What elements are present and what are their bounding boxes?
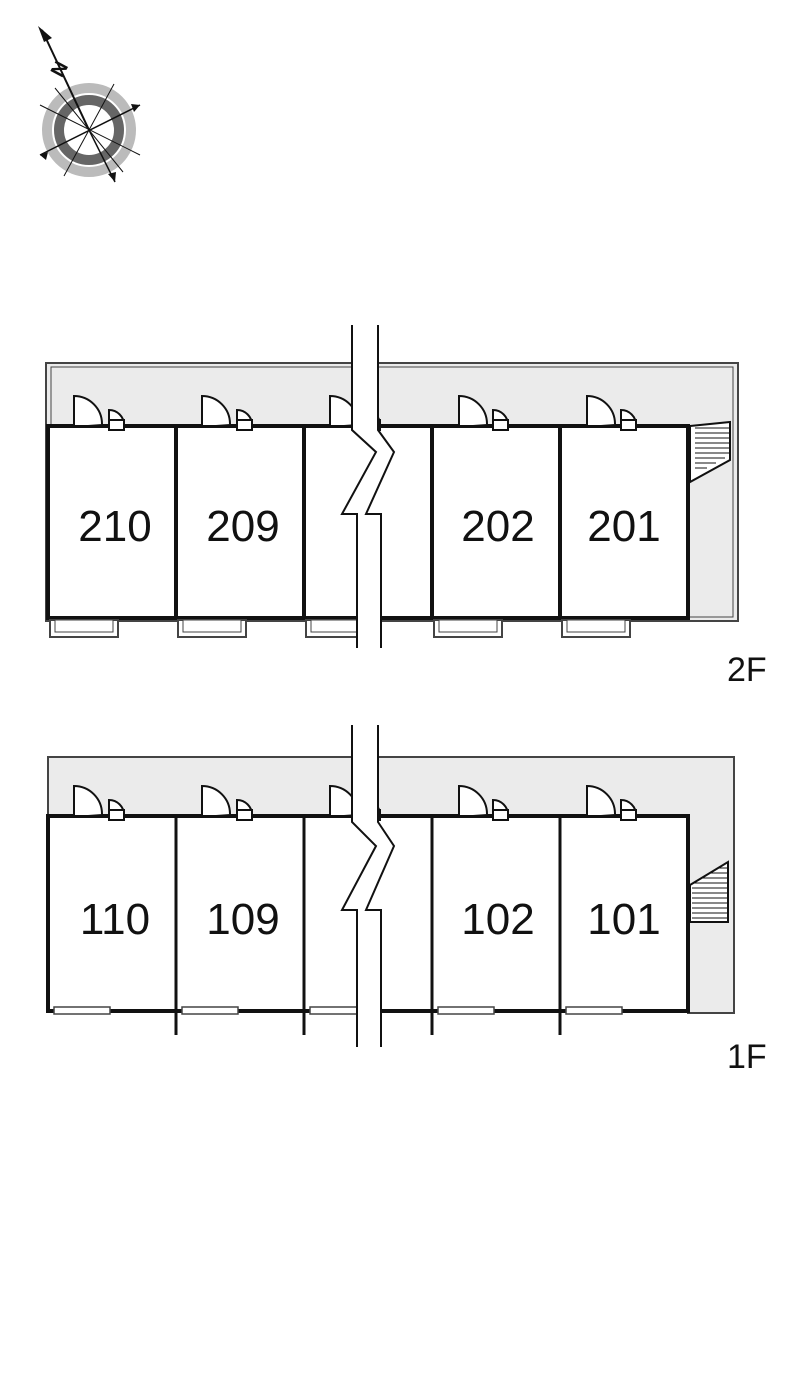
staircase-icon (689, 860, 729, 923)
floor-label: 1F (727, 1038, 767, 1076)
break-line (340, 325, 396, 648)
unit-number: 209 (206, 502, 279, 551)
north-letter: N (47, 58, 73, 81)
break-line (340, 725, 396, 1047)
doors (73, 784, 637, 821)
door-icon (201, 394, 253, 431)
window (437, 1006, 495, 1015)
unit-number: 201 (587, 502, 660, 551)
floor-label: 2F (727, 651, 767, 689)
unit-number: 109 (206, 895, 279, 944)
balconies (49, 619, 631, 638)
window (53, 1006, 111, 1015)
door-icon (586, 784, 637, 821)
unit-number: 210 (78, 502, 151, 551)
door-icon (458, 784, 509, 821)
unit-number: 102 (461, 895, 534, 944)
door-icon (458, 394, 509, 431)
compass-rose-icon: N (38, 26, 141, 183)
door-icon (201, 784, 253, 821)
unit-number: 202 (461, 502, 534, 551)
door-icon (73, 394, 125, 431)
door-icon (73, 784, 125, 821)
door-icon (586, 394, 637, 431)
staircase-icon (689, 420, 731, 484)
floor-1f-plan: 110 109 102 101 1F (46, 725, 767, 1076)
unit-number: 110 (80, 895, 150, 944)
unit-number: 101 (587, 895, 660, 944)
floor-2f-plan: 210 209 202 201 2F (45, 325, 767, 689)
window (181, 1006, 239, 1015)
window (565, 1006, 623, 1015)
